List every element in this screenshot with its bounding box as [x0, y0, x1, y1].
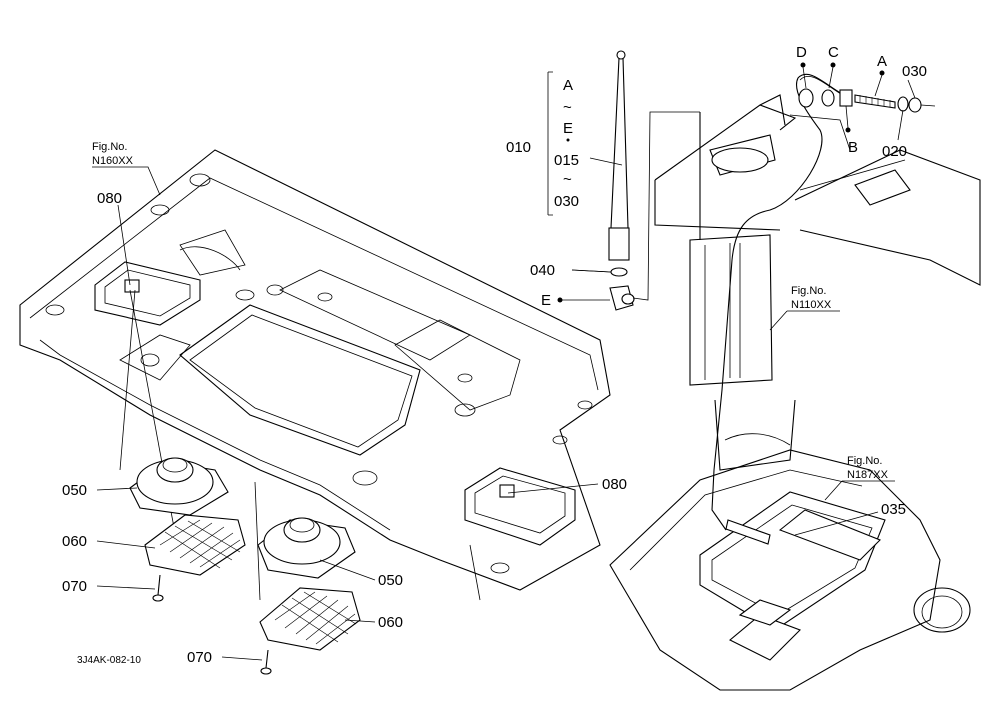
label-070-left: 070: [62, 578, 87, 595]
cable-end-parts: [798, 88, 936, 113]
label-c: C: [828, 44, 839, 61]
leader-lines: [92, 62, 916, 661]
dashboard-console: [609, 399, 971, 691]
label-040: 040: [530, 262, 555, 279]
label-050-left: 050: [62, 482, 87, 499]
speaker-050-right: [257, 517, 356, 579]
fig-ref-n187-prefix: Fig.No.: [847, 455, 882, 467]
fig-ref-n160-prefix: Fig.No.: [92, 141, 127, 153]
label-050-right: 050: [378, 572, 403, 589]
antenna-rod: [608, 50, 635, 311]
label-080-right: 080: [602, 476, 627, 493]
fig-ref-n110-prefix: Fig.No.: [791, 285, 826, 297]
fig-ref-n160-number: N160XX: [92, 155, 134, 167]
cab-frame: [654, 94, 981, 386]
label-030-range: 030: [554, 193, 579, 210]
label-060-left: 060: [62, 533, 87, 550]
diagram-code: 3J4AK-082-10: [77, 655, 141, 666]
speaker-050-left: [129, 457, 229, 516]
label-range-tilde-1: ~: [563, 99, 572, 116]
label-015: 015: [554, 152, 579, 169]
label-080-left: 080: [97, 190, 122, 207]
screw-070-right: [260, 649, 272, 675]
fig-ref-n187-number: N187XX: [847, 469, 889, 481]
label-e: E: [541, 292, 551, 309]
fig-ref-n110-number: N110XX: [791, 299, 832, 311]
label-range-a: A: [563, 77, 573, 94]
label-b: B: [848, 139, 858, 156]
label-070-right: 070: [187, 649, 212, 666]
label-020: 020: [882, 143, 907, 160]
grille-060-left: [144, 514, 246, 576]
label-d: D: [796, 44, 807, 61]
label-030-top: 030: [902, 63, 927, 80]
label-range-tilde-2: ~: [563, 171, 572, 188]
label-060-right: 060: [378, 614, 403, 631]
label-035: 035: [881, 501, 906, 518]
roof-panel: [19, 149, 611, 591]
label-range-e: E: [563, 120, 573, 137]
screw-070-left: [152, 574, 164, 602]
label-010: 010: [506, 139, 531, 156]
grille-060-right: [259, 587, 361, 651]
label-a: A: [877, 53, 887, 70]
